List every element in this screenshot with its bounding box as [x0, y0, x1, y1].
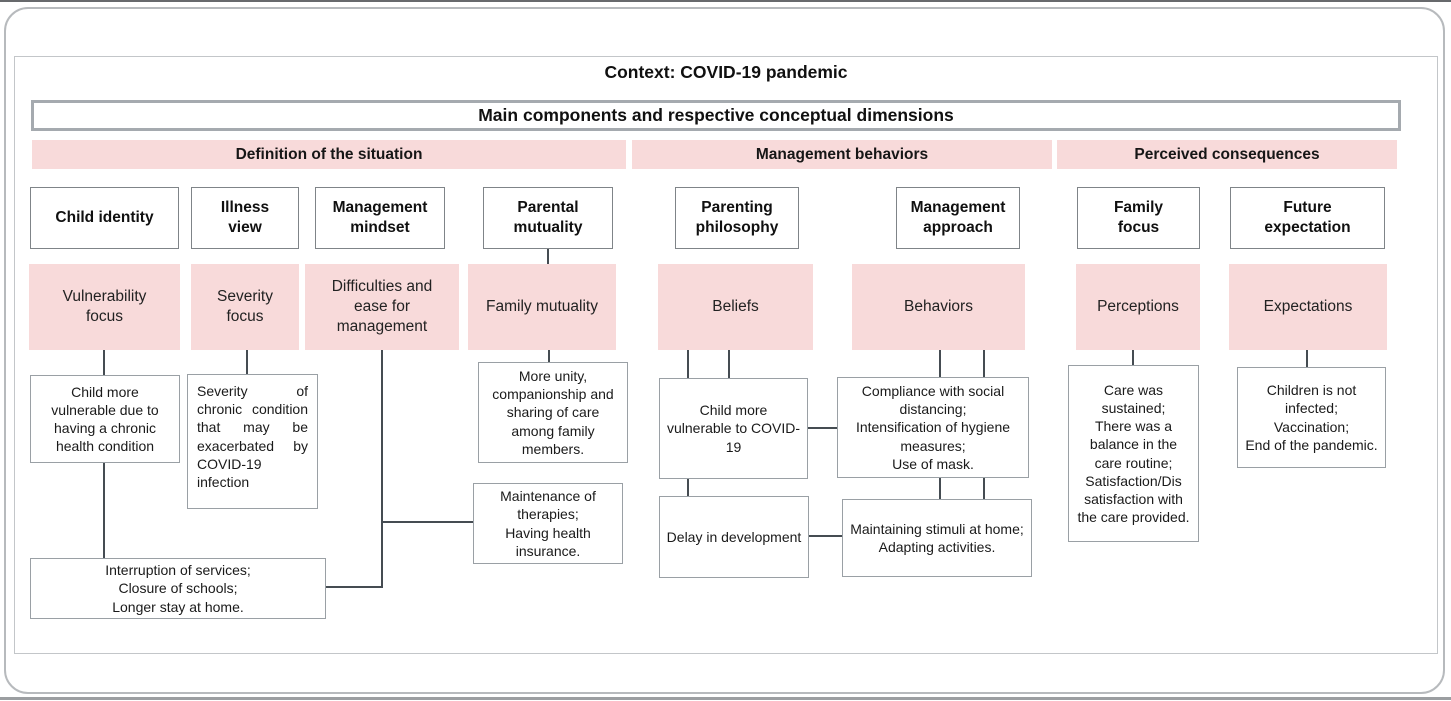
connector-difficulties-trunk: [381, 350, 383, 588]
component-box-child-identity: Child identity: [30, 187, 179, 249]
detail-box-interruption-services: Interruption of services; Closure of sch…: [30, 558, 326, 619]
figure-title: Context: COVID-19 pandemic: [604, 62, 848, 82]
connector-perceptions-to-detail: [1132, 350, 1134, 365]
connector-covid-to-compliance: [808, 427, 837, 429]
connector-compliance-to-stimuli-right: [983, 478, 985, 499]
dimension-box-severity-focus: Severity focus: [191, 264, 299, 350]
component-box-future-expectation: Future expectation: [1230, 187, 1385, 249]
dimension-box-expectations: Expectations: [1229, 264, 1387, 350]
connector-branch-to-maintenance: [381, 521, 473, 523]
dimension-box-family-mutuality: Family mutuality: [468, 264, 616, 350]
component-box-parental-mutuality: Parental mutuality: [483, 187, 613, 249]
connector-covid-to-delay: [687, 479, 689, 496]
section-header-management-behaviors: Management behaviors: [632, 140, 1052, 169]
connector-beliefs-right: [728, 350, 730, 378]
connector-severity-to-detail: [246, 350, 248, 374]
component-box-management-approach: Management approach: [896, 187, 1020, 249]
component-box-family-focus: Family focus: [1077, 187, 1200, 249]
connector-parental-to-family: [547, 249, 549, 264]
detail-box-maintenance-therapies: Maintenance of therapies; Having health …: [473, 483, 623, 564]
detail-box-child-vulnerable-covid: Child more vulnerable to COVID-19: [659, 378, 808, 479]
component-box-parenting-philosophy: Parenting philosophy: [675, 187, 799, 249]
component-box-illness-view: Illness view: [191, 187, 299, 249]
dimension-box-vulnerability-focus: Vulnerability focus: [29, 264, 180, 350]
detail-box-care-sustained: Care was sustained; There was a balance …: [1068, 365, 1199, 542]
section-header-definition-of-situation: Definition of the situation: [32, 140, 626, 169]
connector-expectations-to-detail: [1306, 350, 1308, 367]
connector-detail-to-interruption: [103, 463, 105, 558]
detail-box-more-unity: More unity, companionship and sharing of…: [478, 362, 628, 463]
dimension-box-difficulties-ease: Difficulties and ease for management: [305, 264, 459, 350]
detail-box-compliance-distancing: Compliance with social distancing; Inten…: [837, 377, 1029, 478]
detail-box-severity-chronic-condition: Severity of chronic condition that may b…: [187, 374, 318, 509]
connector-vulnerability-to-detail: [103, 350, 105, 375]
page-edge-rule-top: [0, 0, 1451, 2]
connector-behaviors-left: [939, 350, 941, 377]
detail-box-maintaining-stimuli: Maintaining stimuli at home; Adapting ac…: [842, 499, 1032, 577]
dimension-box-beliefs: Beliefs: [658, 264, 813, 350]
connector-behaviors-right: [983, 350, 985, 377]
dimension-box-perceptions: Perceptions: [1076, 264, 1200, 350]
detail-box-children-not-infected: Children is not infected; Vaccination; E…: [1237, 367, 1386, 468]
dimension-box-behaviors: Behaviors: [852, 264, 1025, 350]
detail-box-delay-development: Delay in development: [659, 496, 809, 578]
page-edge-rule-bottom: [0, 697, 1451, 700]
connector-delay-to-stimuli: [809, 535, 842, 537]
section-header-perceived-consequences: Perceived consequences: [1057, 140, 1397, 169]
connector-beliefs-left: [687, 350, 689, 378]
component-box-management-mindset: Management mindset: [315, 187, 445, 249]
subtitle-box: Main components and respective conceptua…: [31, 100, 1401, 131]
connector-compliance-to-stimuli-left: [939, 478, 941, 499]
connector-branch-to-interruption: [326, 586, 383, 588]
detail-box-child-vulnerable-chronic: Child more vulnerable due to having a ch…: [30, 375, 180, 463]
connector-family-to-unity: [548, 350, 550, 362]
